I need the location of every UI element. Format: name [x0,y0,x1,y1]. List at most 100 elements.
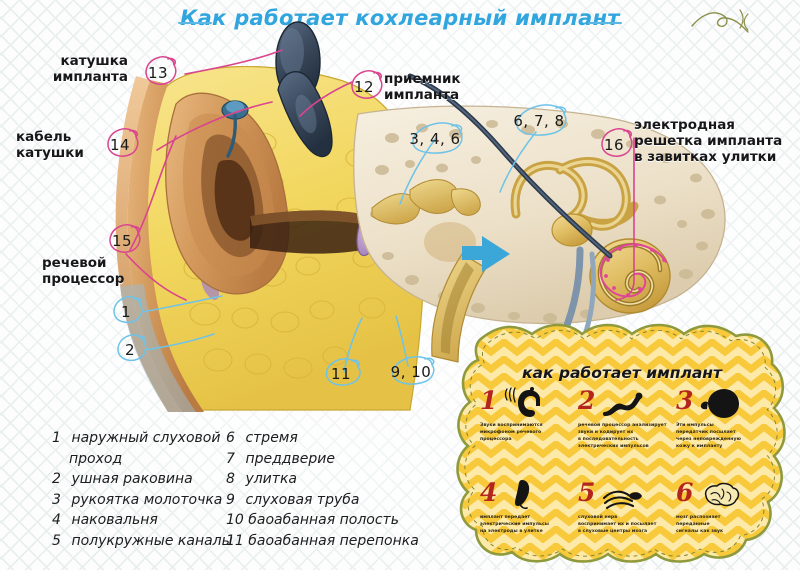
legend-item-label: баоабанная полость [243,512,399,529]
callout-11-text: 11 [330,365,352,383]
step-text-line: микрофоном речевого [480,430,542,436]
title-rule-right [588,22,622,24]
legend-item-label: слуховая труба [241,491,360,508]
callout-16-text: 16 [603,136,625,154]
legend-item-number: 9 [226,491,235,508]
callout-678[interactable]: 6, 7, 8 [504,104,574,138]
label-receiver-line1: приемник [384,71,461,87]
label-electrode-array-line2: решетка импланта [634,132,783,149]
legend-item-number: 11 [226,532,244,549]
step-text-line: кожу к импланту [676,444,723,450]
step-2-number: 2 [578,386,596,415]
step-5: 5 слуховой нерв воспринимает их и посылае… [578,480,674,535]
step-text-line: переданные [676,522,710,528]
step-text-line: через неповрежденную [676,437,742,443]
label-electrode-array-line3: в завитках улитки [634,148,777,165]
step-text-line: на электроды в улитке [480,529,543,535]
transmitter-icon [700,389,739,418]
callout-1[interactable]: 1 [104,296,148,328]
callout-12-text: 12 [353,78,375,96]
speech-processor-icon [602,392,643,416]
step-text-line: звуки и кодирует их [578,430,634,436]
legend-item-number: 7 [226,450,235,467]
legend-item-number: 6 [226,430,235,446]
step-text-line: в последовательность [578,437,639,443]
step-4-number: 4 [480,478,498,507]
step-text-line: процессора [480,437,512,443]
callout-13[interactable]: 13 [134,56,182,90]
callout-14-text: 14 [109,136,131,154]
step-text-line: Звуки воспринимаются [480,423,543,428]
legend-item-label: рукоятка молоточка [67,491,223,508]
step-text-line: воспринимает их и посылает [578,522,657,528]
step-1: 1 Звуки воспринимаются микрофоном речевог… [480,386,576,443]
legend-item: 2 ушная раковина [52,469,233,490]
label-coil-implant-line1: катушка [60,53,128,69]
callout-12[interactable]: 12 [340,70,388,104]
label-electrode-array: электродная решетка импланта в завитках … [634,117,800,166]
callout-1-text: 1 [120,303,132,321]
legend-item-number: 4 [52,512,61,529]
legend-item-label: преддверие [241,450,335,467]
legend-item-label: наковальня [67,512,158,529]
label-speech-processor-line1: речевой [42,255,107,271]
callout-13-text: 13 [147,64,169,82]
callout-15[interactable]: 15 [98,224,146,258]
legend-item: 4 наковальня [52,510,233,531]
legend-item-number: 5 [52,532,61,549]
callout-11[interactable]: 11 [316,358,366,390]
label-speech-processor: речевой процессор [42,255,142,288]
step-5-number: 5 [578,478,596,507]
step-text-line: слуховой нерв [578,515,618,520]
decorative-swirl-icon [691,9,749,33]
step-6-number: 6 [676,478,694,507]
callout-346-text: 3, 4, 6 [409,130,461,148]
callout-910-text: 9, 10 [390,363,432,381]
label-coil-cable: кабель катушки [16,129,106,162]
label-coil-cable-line2: катушки [16,144,84,161]
step-text-line: электрических импульсов [578,444,649,450]
label-receiver: приемник импланта [384,71,494,104]
auditory-nerve-icon [602,490,642,510]
callout-910[interactable]: 9, 10 [382,356,440,388]
legend-item-label: наружный слуховой [67,430,221,446]
brain-icon [704,482,740,507]
step-3-number: 3 [676,386,694,415]
legend-item: 11 баоабанная перепонка [226,531,419,552]
step-text-line: электрические импульсы [480,522,549,528]
step-1-number: 1 [480,386,498,415]
legend-item: 10 баоабанная полость [226,510,419,531]
panel-title: как работает имплант [521,364,722,382]
legend-item-label: улитка [241,471,297,488]
label-coil-implant: катушка импланта [20,53,128,86]
callout-2-text: 2 [124,341,136,359]
legend-item-label: полукружные каналы [67,532,233,549]
legend-item: 6 стремя [226,428,419,449]
label-receiver-line2: импланта [384,86,460,103]
legend-item-label: стремя [241,430,298,446]
step-text-line: в слуховые центры мозга [578,529,648,535]
callout-678-text: 6, 7, 8 [513,112,565,130]
legend-item-number: 2 [52,471,61,488]
callout-14[interactable]: 14 [96,128,144,162]
callout-346[interactable]: 3, 4, 6 [400,122,470,156]
legend-item-number: 3 [52,491,61,508]
legend-item: 9 слуховая труба [226,490,419,511]
callout-2[interactable]: 2 [108,334,152,366]
callout-16[interactable]: 16 [590,128,638,162]
step-text-line: Эти импульсы [676,423,714,428]
legend-item: 8 улитка [226,469,419,490]
legend-item-label: баоабанная перепонка [243,532,419,549]
label-electrode-array-line1: электродная [634,117,735,133]
